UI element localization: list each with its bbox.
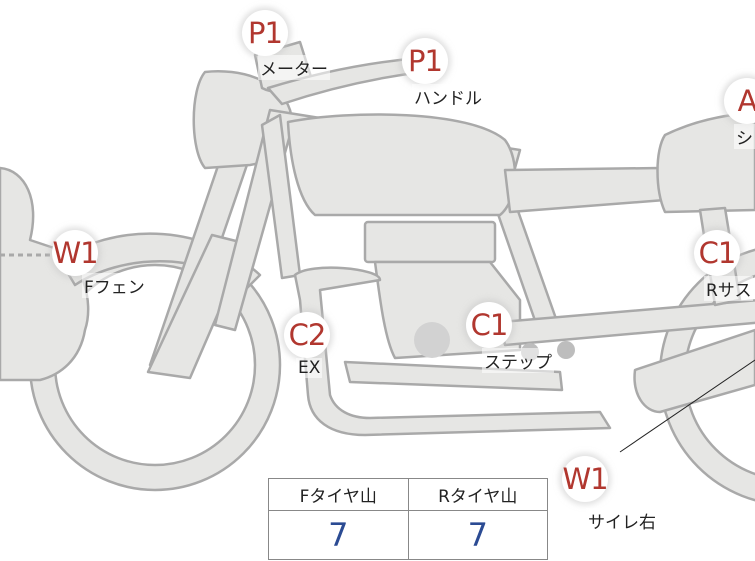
marker-badge-front-fender[interactable]: W1 bbox=[52, 230, 99, 276]
footpeg-2 bbox=[557, 341, 575, 359]
marker-badge-meter[interactable]: P1 bbox=[242, 10, 288, 56]
front-tire-header: Fタイヤ山 bbox=[269, 479, 408, 511]
front-tire-column: Fタイヤ山 7 bbox=[269, 479, 408, 559]
marker-label-muffler: サイレ右 bbox=[586, 508, 658, 533]
marker-badge-exhaust[interactable]: C2 bbox=[284, 312, 330, 358]
engine-head bbox=[363, 220, 497, 264]
marker-label-rear-suspension: Rサス bbox=[704, 276, 754, 301]
marker-badge-muffler[interactable]: W1 bbox=[562, 456, 609, 502]
marker-label-seat: シ bbox=[734, 124, 755, 149]
rear-tire-column: Rタイヤ山 7 bbox=[407, 479, 547, 559]
marker-badge-rear-suspension[interactable]: C1 bbox=[694, 230, 740, 276]
marker-label-handlebar: ハンドル bbox=[412, 84, 484, 109]
rear-tire-header: Rタイヤ山 bbox=[408, 479, 547, 511]
front-tire-value: 7 bbox=[328, 516, 349, 554]
marker-badge-step[interactable]: C1 bbox=[466, 302, 512, 348]
marker-label-front-fender: Fフェン bbox=[82, 273, 147, 298]
fuel-tank bbox=[286, 113, 517, 217]
rear-tire-value: 7 bbox=[467, 516, 488, 554]
muffler bbox=[633, 328, 755, 414]
marker-label-meter: メーター bbox=[258, 55, 330, 80]
marker-label-exhaust: EX bbox=[296, 358, 323, 378]
engine-cover bbox=[414, 322, 450, 358]
marker-badge-handlebar[interactable]: P1 bbox=[402, 38, 448, 84]
marker-label-step: ステップ bbox=[482, 348, 554, 373]
marker-badge-seat[interactable]: A bbox=[724, 78, 755, 124]
tail-cowl bbox=[656, 113, 755, 214]
leader-muffler bbox=[619, 359, 755, 453]
tire-tread-table: Fタイヤ山 7 Rタイヤ山 7 bbox=[268, 478, 548, 560]
seat bbox=[503, 166, 667, 214]
frame-down bbox=[260, 113, 302, 280]
exhaust-pipe bbox=[293, 266, 612, 437]
